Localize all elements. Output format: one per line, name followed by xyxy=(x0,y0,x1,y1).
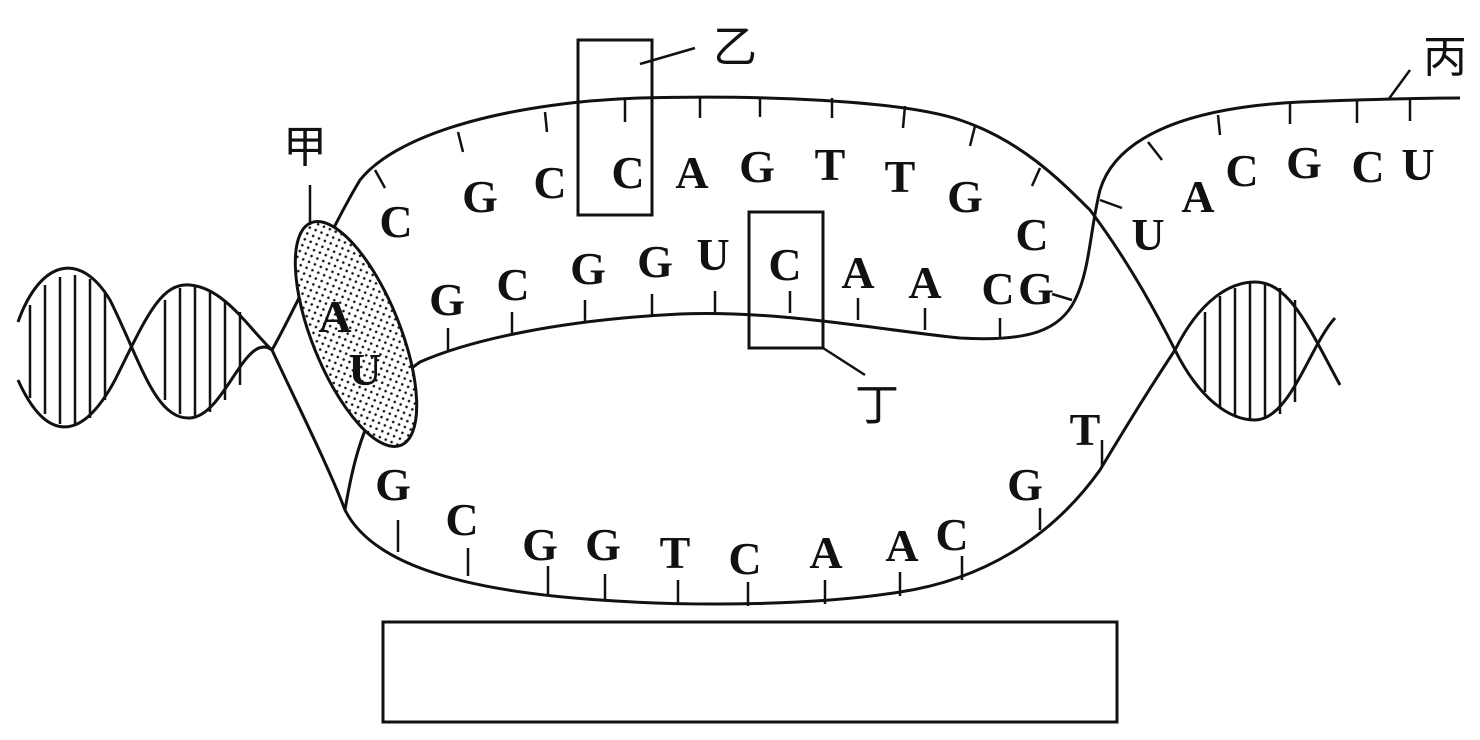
bing-annotation: 丙 xyxy=(1386,32,1467,101)
yi-label: 乙 xyxy=(713,22,757,73)
top-base-7: T xyxy=(815,139,846,190)
ding-box xyxy=(747,210,825,350)
tail-base-4: G xyxy=(1286,137,1322,188)
bottom-base-9: C xyxy=(935,509,968,560)
rna-base-7: A xyxy=(841,247,874,298)
answer-box[interactable] xyxy=(381,620,1119,724)
bottom-base-5: T xyxy=(660,527,691,578)
bottom-strand-bases: G C G G T C A A C G T xyxy=(375,404,1100,584)
rna-base-8: A xyxy=(908,257,941,308)
jia-highlight: A U 甲 xyxy=(283,122,419,448)
bottom-base-2: C xyxy=(445,494,478,545)
top-base-5: A xyxy=(675,147,708,198)
tail-base-6: U xyxy=(1401,139,1434,190)
right-helix-rungs xyxy=(1203,283,1297,419)
tail-base-5: C xyxy=(1351,141,1384,192)
rna-base-1: G xyxy=(429,274,465,325)
bottom-base-1: G xyxy=(375,459,411,510)
top-base-4: C xyxy=(611,147,644,198)
bottom-base-10: G xyxy=(1007,459,1043,510)
rna-base-4: G xyxy=(637,236,673,287)
left-helix-rungs xyxy=(28,275,242,426)
top-base-2: G xyxy=(462,171,498,222)
bottom-base-8: A xyxy=(885,520,918,571)
top-base-3: C xyxy=(533,157,566,208)
rna-base-3: G xyxy=(570,243,606,294)
jia-pair-a: A xyxy=(318,291,351,342)
yi-leader-line xyxy=(639,46,696,66)
bing-label: 丙 xyxy=(1423,32,1467,83)
upper-dna-strand xyxy=(270,95,1177,351)
bottom-base-4: G xyxy=(585,519,621,570)
jia-label: 甲 xyxy=(283,122,327,173)
jia-ellipse xyxy=(293,220,419,448)
upper-strand-ticks xyxy=(373,97,1042,189)
ding-label: 丁 xyxy=(855,380,899,431)
top-strand-bases: C G C C A G T T G C xyxy=(379,139,1048,260)
rna-base-9: C xyxy=(981,263,1014,314)
bottom-base-3: G xyxy=(522,519,558,570)
bottom-base-11: T xyxy=(1070,404,1101,455)
jia-pair-u: U xyxy=(348,344,381,395)
rna-base-6: C xyxy=(768,239,801,290)
top-base-6: G xyxy=(739,141,775,192)
top-base-10: C xyxy=(1015,209,1048,260)
rna-strand xyxy=(343,96,1461,511)
bottom-base-6: C xyxy=(728,533,761,584)
rna-tail-bases: U A C G C U xyxy=(1131,137,1434,260)
left-double-helix xyxy=(16,266,274,429)
bing-leader-line xyxy=(1386,69,1412,101)
tail-base-2: A xyxy=(1181,171,1214,222)
rna-base-5: U xyxy=(696,229,729,280)
lower-dna-strand xyxy=(270,349,1177,606)
top-base-1: C xyxy=(379,196,412,247)
rna-bases: G C G G U C A A C G xyxy=(429,229,1054,325)
ding-annotation: 丁 xyxy=(747,210,899,431)
rna-base-10: G xyxy=(1018,263,1054,314)
lower-strand-ticks xyxy=(396,440,1104,606)
top-base-8: T xyxy=(885,151,916,202)
right-double-helix xyxy=(1173,280,1342,422)
yi-box xyxy=(576,38,654,217)
bottom-base-7: A xyxy=(809,527,842,578)
top-base-9: G xyxy=(947,171,983,222)
ding-leader-line xyxy=(822,346,866,377)
tail-base-1: U xyxy=(1131,209,1164,260)
tail-base-3: C xyxy=(1225,145,1258,196)
yi-annotation: 乙 xyxy=(576,22,757,217)
rna-base-2: C xyxy=(496,259,529,310)
rna-ticks xyxy=(446,99,1412,350)
